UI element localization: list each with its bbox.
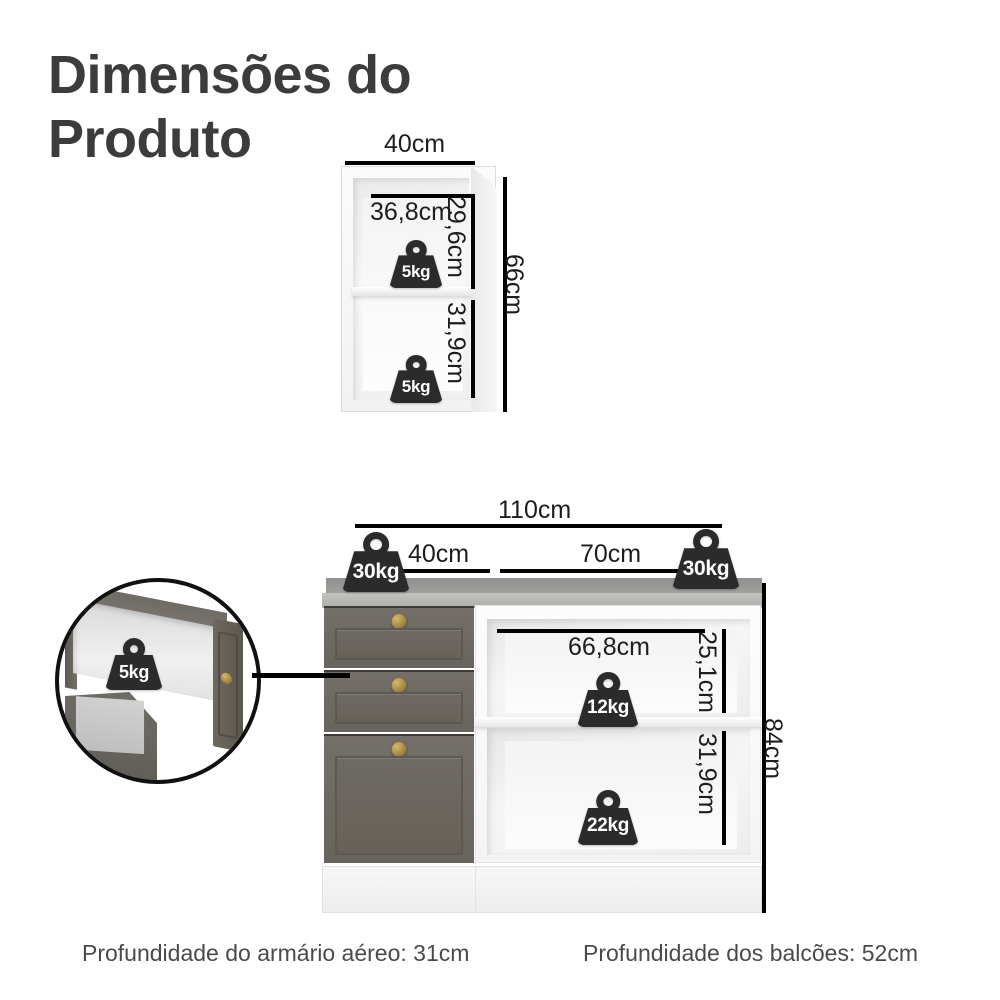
lower-total-width-dimension-line bbox=[355, 524, 722, 528]
drawer-knob-icon bbox=[391, 614, 407, 629]
niche1-height-label: 25,1cm bbox=[693, 631, 721, 713]
upper-shelf1-height-line bbox=[471, 194, 475, 289]
upper-shelf2-capacity-label: 5kg bbox=[401, 376, 431, 396]
niche2-height-label: 31,9cm bbox=[693, 733, 721, 815]
lower-left-section-width-label: 40cm bbox=[408, 540, 470, 568]
upper-cabinet-shelf bbox=[352, 287, 473, 296]
upper-total-height-line bbox=[503, 177, 507, 412]
niche2-height-line bbox=[722, 731, 726, 845]
page-title-line1: Dimensões do bbox=[48, 45, 412, 105]
drawer-panel bbox=[335, 692, 463, 724]
drawer-front-middle bbox=[324, 670, 474, 732]
drawer-panel bbox=[335, 628, 463, 660]
upper-total-height-label: 66cm bbox=[500, 254, 528, 316]
page-title: Dimensões do Produto bbox=[48, 44, 478, 171]
drawer-front-panel bbox=[218, 631, 238, 740]
upper-interior-width-label: 36,8cm bbox=[370, 198, 452, 226]
drawer-knob-icon bbox=[391, 742, 407, 757]
upper-width-label: 40cm bbox=[384, 130, 446, 158]
upper-shelf1-height-label: 29,6cm bbox=[442, 196, 470, 278]
drawer-front-face bbox=[213, 618, 243, 753]
lower-right-section-dimension-line bbox=[500, 569, 722, 573]
niche1-weight-badge: 12kg bbox=[577, 672, 639, 727]
weight-body-icon bbox=[389, 370, 443, 403]
countertop bbox=[322, 578, 762, 608]
lower-unit-illustration bbox=[322, 578, 762, 913]
niche2-capacity-label: 22kg bbox=[586, 815, 630, 837]
upper-width-dimension-line bbox=[345, 161, 475, 165]
niche1-height-line bbox=[722, 629, 726, 713]
upper-shelf2-height-line bbox=[471, 300, 475, 398]
niche1-capacity-label: 12kg bbox=[586, 697, 630, 719]
weight-body-icon bbox=[672, 548, 740, 589]
page-title-line2: Produto bbox=[48, 108, 252, 169]
drawer-front-bottom bbox=[324, 734, 474, 863]
lower-right-section-width-label: 70cm bbox=[580, 540, 642, 568]
drawer-callout-capacity-label: 5kg bbox=[118, 661, 150, 682]
upper-shelf1-capacity-label: 5kg bbox=[401, 261, 431, 281]
niche-width-label: 66,8cm bbox=[568, 633, 650, 661]
drawer-column bbox=[324, 606, 474, 863]
countertop-front-face bbox=[322, 593, 762, 608]
base-plinth bbox=[322, 866, 762, 913]
countertop-left-capacity-label: 30kg bbox=[352, 559, 400, 583]
countertop-right-weight-badge: 30kg bbox=[672, 529, 740, 589]
lower-total-height-line bbox=[762, 583, 766, 913]
countertop-top-face bbox=[326, 578, 762, 595]
weight-body-icon bbox=[105, 654, 163, 690]
lower-total-height-label: 84cm bbox=[759, 718, 787, 780]
drawer-panel bbox=[335, 756, 463, 855]
countertop-right-capacity-label: 30kg bbox=[682, 556, 730, 580]
weight-body-icon bbox=[342, 551, 410, 592]
niche2-weight-badge: 22kg bbox=[577, 790, 639, 845]
upper-shelf2-weight-badge: 5kg bbox=[389, 355, 443, 403]
niche-width-dimension-line bbox=[497, 629, 705, 633]
weight-body-icon bbox=[577, 689, 639, 727]
footer-note-lower-depth: Profundidade dos balcões: 52cm bbox=[583, 940, 918, 966]
lower-total-width-label: 110cm bbox=[498, 496, 572, 524]
upper-cabinet-side-panel bbox=[471, 166, 497, 412]
countertop-left-weight-badge: 30kg bbox=[342, 532, 410, 592]
upper-shelf2-height-label: 31,9cm bbox=[442, 302, 470, 384]
upper-interior-width-line bbox=[371, 194, 472, 198]
upper-shelf1-weight-badge: 5kg bbox=[389, 240, 443, 288]
drawer-callout-weight-badge: 5kg bbox=[105, 638, 163, 690]
footer-note-upper-depth: Profundidade do armário aéreo: 31cm bbox=[82, 940, 470, 966]
lower-left-section-dimension-line bbox=[355, 569, 490, 573]
plinth-seam bbox=[475, 867, 476, 912]
weight-body-icon bbox=[577, 807, 639, 845]
drawer-knob-icon bbox=[391, 678, 407, 693]
drawer-front-top bbox=[324, 606, 474, 668]
callout-connector-line bbox=[252, 673, 350, 678]
weight-body-icon bbox=[389, 255, 443, 288]
